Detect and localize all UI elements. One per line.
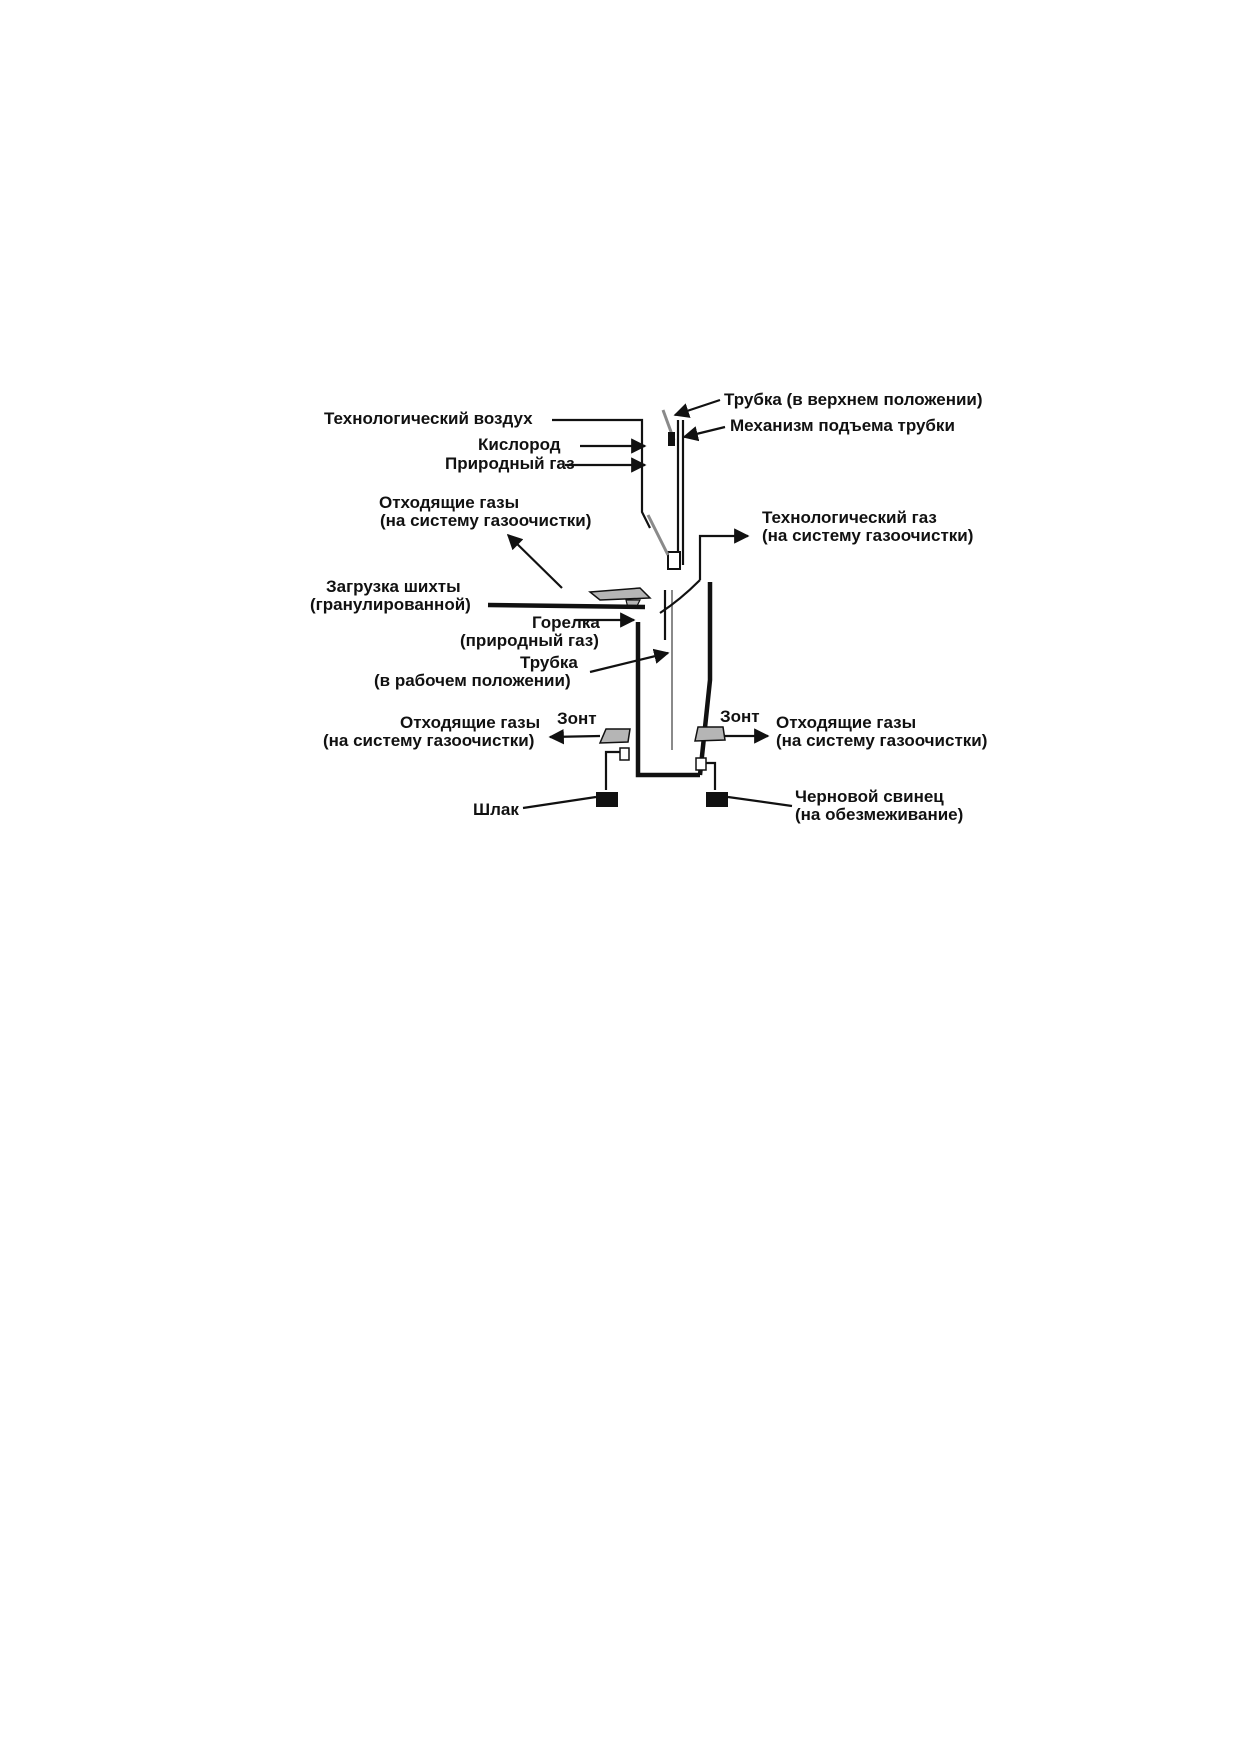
label-burner-1: Горелка — [532, 613, 600, 632]
label-lance-work-2: (в рабочем положении) — [374, 671, 571, 690]
label-process-gas-2: (на систему газоочистки) — [762, 526, 973, 545]
label-offgas-right-1: Отходящие газы — [776, 713, 916, 732]
lance — [552, 409, 685, 570]
label-offgas-top-1: Отходящие газы — [379, 493, 519, 512]
label-offgas-left-2: (на систему газоочистки) — [323, 731, 534, 750]
label-charge-1: Загрузка шихты — [326, 577, 461, 596]
label-bullion-2: (на обезмеживание) — [795, 805, 963, 824]
lance-lower-block — [667, 551, 681, 570]
lance-mechanism-block — [668, 432, 675, 446]
label-natural-gas: Природный газ — [445, 454, 575, 473]
label-process-air: Технологический воздух — [324, 409, 533, 428]
label-lance-mechanism: Механизм подъема трубки — [730, 416, 955, 435]
label-charge-2: (гранулированной) — [310, 595, 471, 614]
hood-left — [598, 728, 631, 761]
label-lance-top: Трубка (в верхнем положении) — [724, 390, 983, 409]
label-hood-right: Зонт — [720, 707, 760, 726]
label-process-gas-1: Технологический газ — [762, 508, 937, 527]
label-hood-left: Зонт — [557, 709, 597, 728]
label-offgas-left-1: Отходящие газы — [400, 713, 540, 732]
label-bullion-1: Черновой свинец — [795, 787, 944, 806]
furnace-vessel — [635, 582, 713, 778]
label-offgas-right-2: (на систему газоочистки) — [776, 731, 987, 750]
label-offgas-top-2: (на систему газоочистки) — [380, 511, 591, 530]
process-gas-duct — [698, 528, 750, 580]
label-burner-2: (природный газ) — [460, 631, 599, 650]
label-oxygen: Кислород — [478, 435, 561, 454]
charge-feed — [487, 579, 701, 614]
slag-ladle — [596, 792, 618, 807]
leader-lines — [506, 398, 793, 810]
bullion-ladle — [706, 792, 728, 807]
label-slag: Шлак — [473, 800, 519, 819]
label-lance-work-1: Трубка — [520, 653, 578, 672]
